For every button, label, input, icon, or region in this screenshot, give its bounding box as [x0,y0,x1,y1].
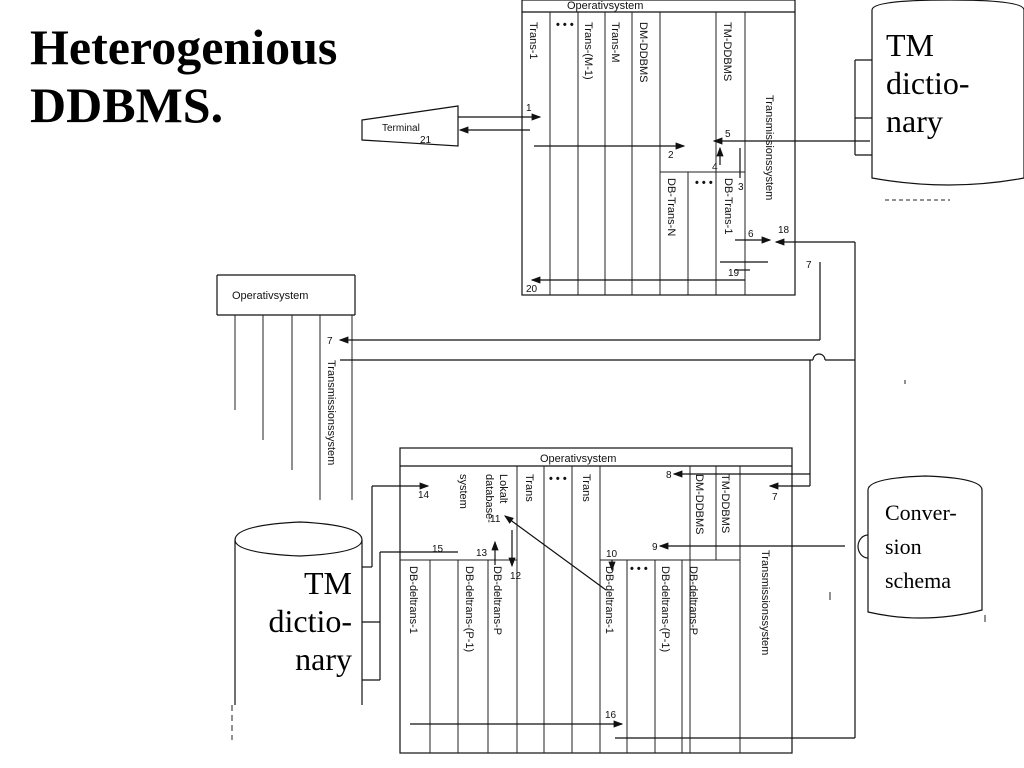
bottom-col-trans-a: Trans [523,474,535,502]
bottom-col-database: database- [483,474,495,523]
bottom-num-15: 15 [432,544,444,555]
terminal-label: Terminal [382,123,420,134]
top-sub-db-trans-1: DB-Trans-1 [722,178,734,234]
top-dots: • • • [556,19,574,31]
bottom-col-transmission: Transmissionssystem [759,550,771,655]
slide-title-line-2: DDBMS. [30,77,224,133]
slide-title: Heterogenious DDBMS. [30,18,337,134]
tm-dictionary-bottom-cylinder [231,521,380,740]
bottom-dots: • • • [549,473,567,485]
top-sub-dots: • • • [695,177,713,189]
bottom-num-10: 10 [606,549,618,560]
tm-dictionary-top-cylinder [854,0,1024,201]
left-transmission-label: Transmissionssystem [325,360,337,465]
bottom-node: Operativsystem • • • • • • Lokalt databa… [371,360,856,754]
bottom-col-dm-ddbms: DM-DDBMS [693,474,705,535]
top-num-6: 6 [748,229,754,240]
bottom-col-system: system [457,474,469,509]
bottom-num-8: 8 [666,470,672,481]
top-num-20: 20 [526,284,538,295]
top-node: Operativsystem • • • • • • Trans-1 Trans… [361,0,870,296]
tm-dictionary-bottom-label: TM dictio- nary [248,564,352,678]
bottom-num-7: 7 [772,492,778,503]
bottom-sub-deltrans-1b: DB-deltrans-1 [603,566,615,634]
top-col-transmission: Transmissionssystem [763,95,775,200]
terminal-shape [361,105,459,147]
top-col-trans-m-1: Trans-(M-1) [582,22,594,80]
bottom-num-11: 11 [490,514,501,525]
bottom-num-16: 16 [605,710,617,721]
bottom-col-tm-ddbms: TM-DDBMS [719,474,731,533]
left-node: Operativsystem Transmissionssystem 7 [216,242,856,500]
bottom-sub-deltrans-1a: DB-deltrans-1 [407,566,419,634]
top-col-trans-1: Trans-1 [527,22,539,60]
top-num-4: 4 [712,162,718,173]
conversion-schema-line-2: sion [885,534,922,559]
bottom-os-header: Operativsystem [540,453,616,465]
bottom-sub-deltrans-p-1b: DB-deltrans-(P-1) [659,566,671,652]
terminal-number: 21 [420,135,432,146]
bottom-col-trans-b: Trans [580,474,592,502]
top-os-header: Operativsystem [567,0,643,12]
bottom-sub-dots: • • • [630,563,648,575]
tm-dictionary-top-line-1: TM [886,27,934,63]
bottom-sub-deltrans-pb: DB-deltrans-P [687,566,699,635]
bottom-num-13: 13 [476,548,488,559]
top-num-19: 19 [728,268,740,279]
top-num-1: 1 [526,103,532,114]
tm-dictionary-top-line-3: nary [886,103,943,139]
top-num-5: 5 [725,129,731,140]
top-sub-db-trans-n: DB-Trans-N [665,178,677,236]
top-col-tm-ddbms: TM-DDBMS [721,22,733,81]
bottom-num-12: 12 [510,571,522,582]
top-col-trans-m: Trans-M [609,22,621,63]
top-num-3: 3 [738,182,744,193]
bottom-num-14: 14 [418,490,430,501]
tm-dictionary-top-line-2: dictio- [886,65,970,101]
tm-dictionary-bottom-line-3: nary [295,641,352,677]
left-os-header: Operativsystem [232,290,308,302]
tm-dictionary-bottom-line-2: dictio- [268,603,352,639]
tm-dictionary-top-label: TM dictio- nary [886,26,970,140]
bottom-sub-deltrans-pa: DB-deltrans-P [491,566,503,635]
conversion-schema-label: Conver- sion schema [885,496,957,598]
slide-title-line-1: Heterogenious [30,19,338,75]
left-num-7: 7 [327,336,333,347]
conversion-schema-cylinder [829,380,986,622]
conversion-schema-line-3: schema [885,568,951,593]
bottom-col-lokalt: Lokalt [497,474,509,503]
top-num-7: 7 [806,260,812,271]
top-num-18: 18 [778,225,790,236]
bottom-sub-deltrans-p-1a: DB-deltrans-(P-1) [463,566,475,652]
top-num-2: 2 [668,150,674,161]
top-col-dm-ddbms: DM-DDBMS [637,22,649,83]
bottom-num-9: 9 [652,542,658,553]
conversion-schema-line-1: Conver- [885,500,957,525]
tm-dictionary-bottom-line-1: TM [304,565,352,601]
